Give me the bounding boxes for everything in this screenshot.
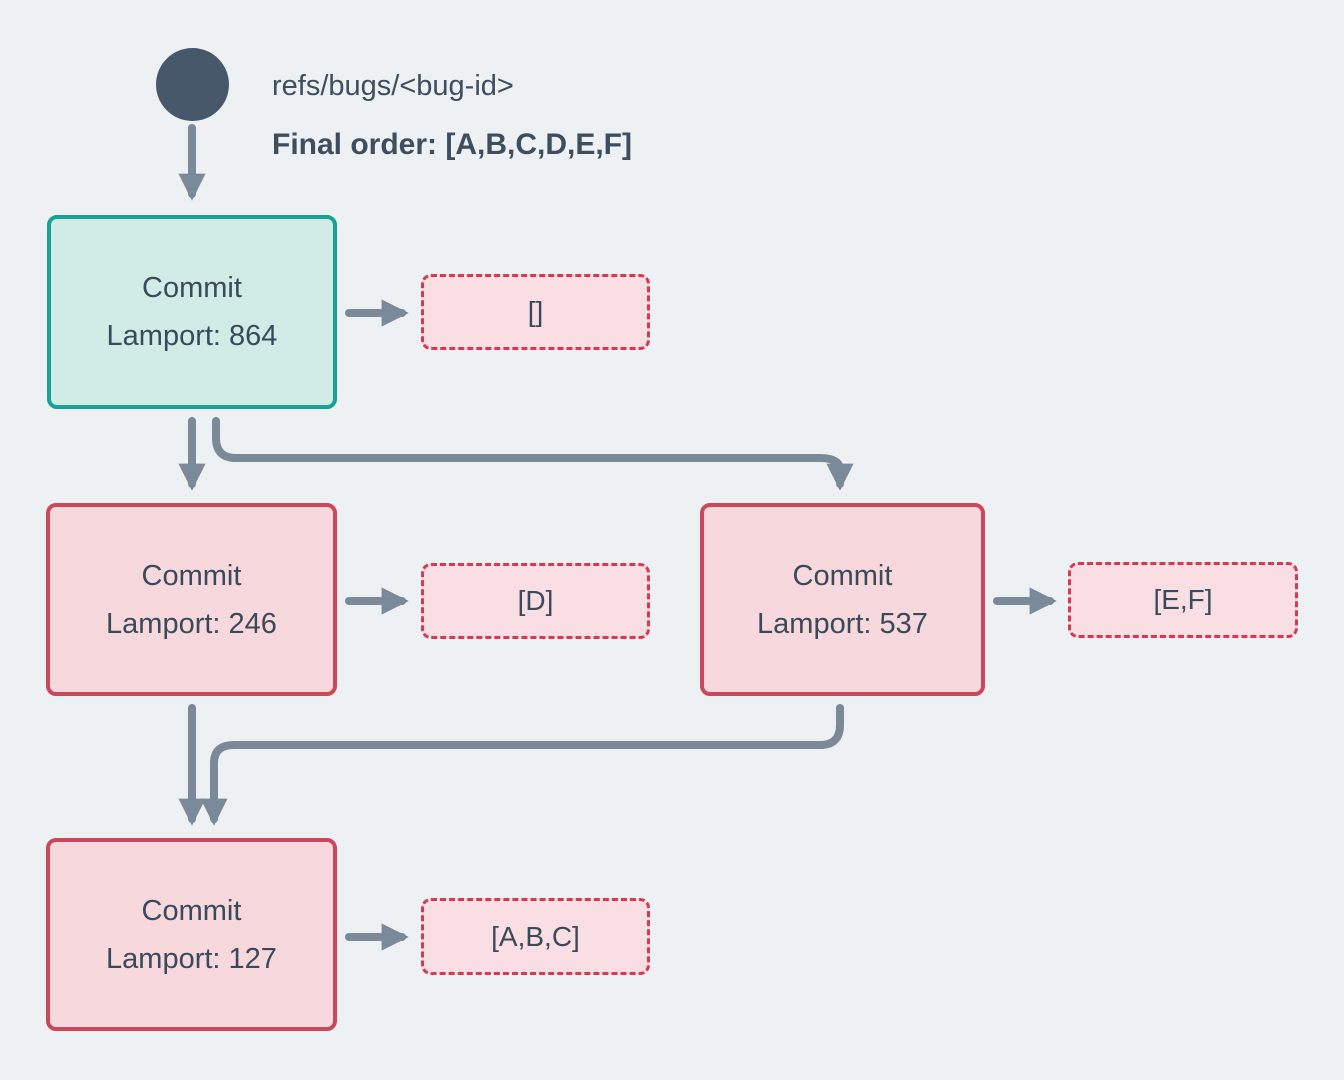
commit-lamport-label: Lamport: 864 [106, 320, 278, 352]
result-box-537: [E,F] [1068, 562, 1298, 638]
result-value: [E,F] [1153, 584, 1213, 615]
connector-537-to-127 [200, 704, 844, 826]
commit-title: Commit [142, 272, 242, 304]
result-value: [] [527, 296, 544, 327]
commit-title: Commit [141, 894, 242, 927]
ref-name-label: refs/bugs/<bug-id> [272, 70, 514, 102]
result-box-246: [D] [421, 563, 650, 639]
connector-864-to-537 [212, 417, 854, 491]
commit-title: Commit [141, 559, 242, 592]
result-value: [A,B,C] [491, 920, 580, 952]
result-value: [D] [517, 585, 554, 616]
commit-lamport-label: Lamport: 246 [106, 607, 277, 640]
commit-lamport-label: Lamport: 127 [106, 942, 277, 975]
commit-title: Commit [792, 559, 893, 592]
commit-node-246[interactable]: Commit Lamport: 246 [46, 503, 337, 696]
commit-node-127[interactable]: Commit Lamport: 127 [46, 838, 337, 1031]
commit-node-864[interactable]: Commit Lamport: 864 [47, 215, 337, 409]
result-box-864: [] [421, 274, 650, 350]
result-box-127: [A,B,C] [421, 898, 650, 975]
commit-node-537[interactable]: Commit Lamport: 537 [700, 503, 985, 696]
commit-lamport-label: Lamport: 537 [757, 607, 928, 640]
ref-head-node[interactable] [156, 48, 229, 121]
final-order-label: Final order: [A,B,C,D,E,F] [272, 128, 632, 161]
